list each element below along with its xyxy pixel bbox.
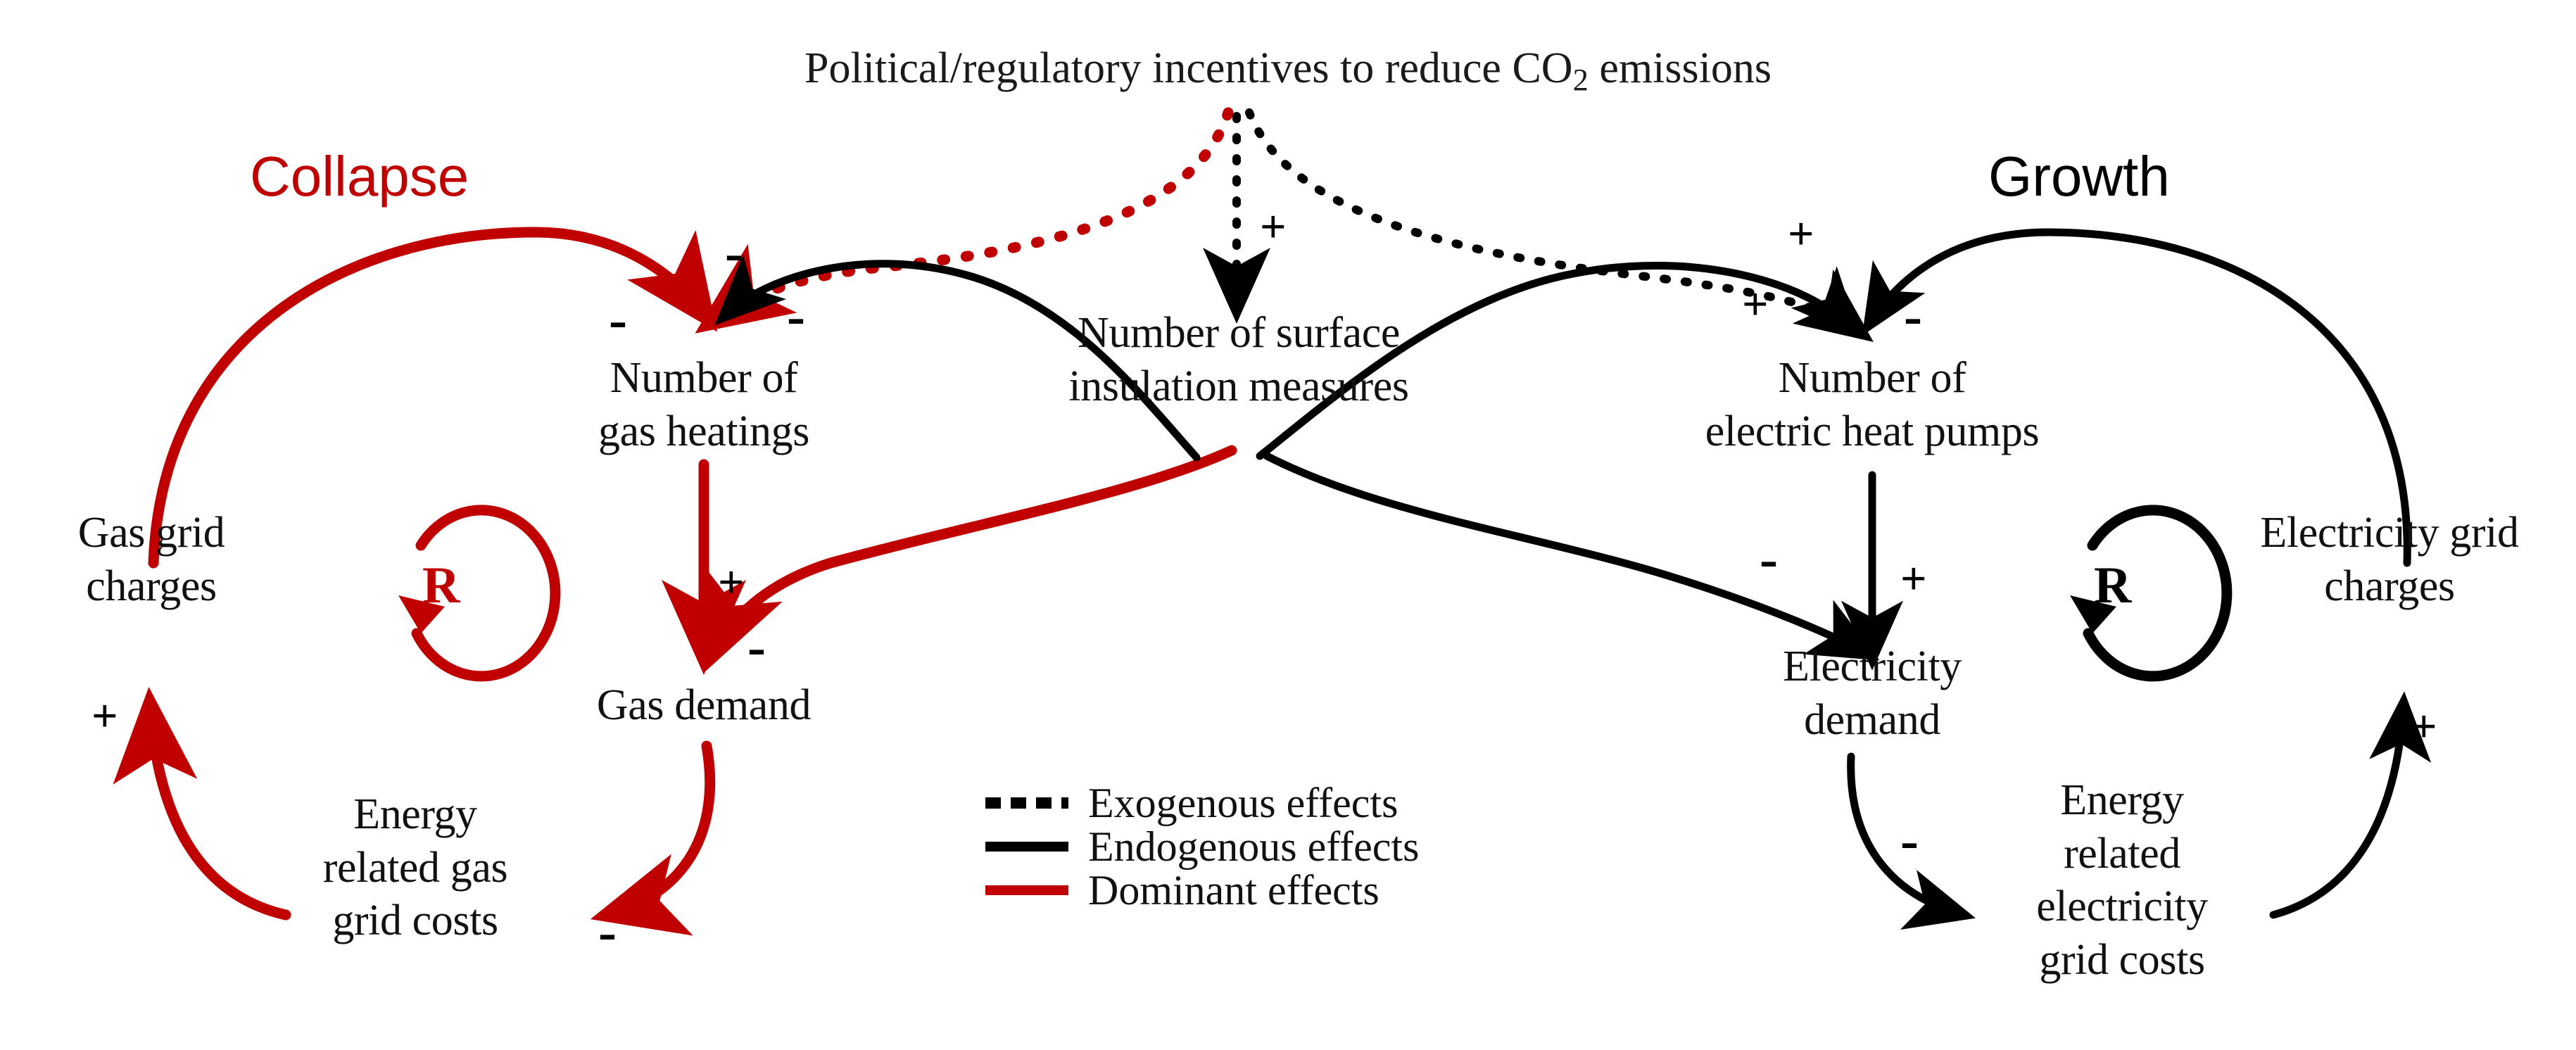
legend-label-dominant: Dominant effects [1088, 866, 1379, 913]
link-gas-demand-to-gas-grid-costs [590, 740, 716, 936]
legend-item-dominant: Dominant effects [985, 866, 1419, 913]
title-subscript: 2 [1572, 62, 1589, 98]
page-title: Political/regulatory incentives to reduc… [0, 44, 2576, 98]
legend-label-endogenous: Endogenous effects [1088, 823, 1420, 870]
link-insulation-to-electricity-demand [1263, 452, 1880, 661]
title-prefix: Political/regulatory incentives to reduc… [804, 44, 1573, 92]
link-gas-grid-costs-to-gas-grid-charges [113, 687, 291, 921]
node-insulation-measures: Number of surface insulation measures [1068, 309, 1409, 410]
sign-gas-grid-charges-to-gas-heatings: - [609, 289, 627, 350]
title-suffix: emissions [1588, 44, 1772, 92]
sign-electricity-grid-costs-to-electricity-grid-charges: + [2411, 701, 2437, 752]
sign-heat-pumps-to-electricity-demand: + [1900, 553, 1927, 605]
loop-marker-growth [2070, 505, 2233, 682]
node-electricity-grid-costs: Energy related electricity grid costs [2036, 776, 2208, 984]
link-electricity-grid-charges-to-heat-pumps [1862, 228, 2411, 567]
sign-insulation-to-gas-heatings: - [787, 285, 805, 346]
link-gas-grid-charges-to-gas-heatings [148, 227, 718, 569]
sign-insulation-to-heat-pumps: + [1742, 279, 1769, 330]
node-electricity-grid-charges: Electricity grid charges [2260, 509, 2519, 610]
solid-black-line-icon [985, 842, 1068, 852]
sign-gas-demand-to-gas-grid-costs: - [598, 901, 617, 962]
loop-marker-label-growth: R [2094, 557, 2132, 614]
loop-title-growth: Growth [1988, 145, 2170, 208]
link-electricity-demand-to-electricity-grid-costs [1847, 752, 1976, 930]
link-insulation-to-gas-heatings [714, 254, 1201, 462]
loop-title-collapse: Collapse [250, 145, 469, 208]
node-gas-grid-costs: Energy related gas grid costs [322, 790, 508, 945]
link-insulation-to-gas-demand [705, 445, 1237, 671]
sign-electricity-demand-to-electricity-grid-costs: - [1900, 809, 1919, 871]
node-gas-grid-charges: Gas grid charges [77, 509, 225, 610]
legend-item-endogenous: Endogenous effects [985, 823, 1420, 870]
dotted-line-icon [985, 797, 1068, 809]
node-electric-heat-pumps: Number of electric heat pumps [1705, 354, 2040, 455]
loop-marker-label-collapse: R [422, 557, 460, 614]
link-insulation-to-heat-pumps [1256, 262, 1861, 460]
sign-electricity-grid-charges-to-heat-pumps: - [1904, 285, 1922, 346]
legend: Exogenous effects Endogenous effects Dom… [985, 779, 1420, 913]
sign-title-to-gas-heatings: - [725, 222, 743, 283]
link-title-to-heat-pumps [1245, 108, 1874, 342]
sign-insulation-to-gas-demand: - [747, 616, 766, 677]
sign-gas-grid-costs-to-gas-grid-charges: + [91, 690, 118, 742]
loop-marker-collapse [398, 505, 561, 682]
legend-label-exogenous: Exogenous effects [1088, 779, 1399, 826]
legend-item-exogenous: Exogenous effects [985, 779, 1419, 826]
sign-gas-heatings-to-gas-demand: + [718, 557, 745, 608]
node-gas-heatings: Number of gas heatings [598, 354, 809, 455]
sign-title-to-heat-pumps: + [1788, 208, 1814, 260]
node-electricity-demand: Electricity demand [1783, 643, 1962, 744]
solid-red-line-icon [985, 885, 1068, 895]
link-electricity-grid-costs-to-electricity-grid-charges [2269, 691, 2432, 919]
sign-insulation-to-electricity-demand: - [1760, 528, 1778, 589]
sign-title-to-insulation: + [1260, 201, 1287, 253]
node-gas-demand: Gas demand [596, 681, 812, 729]
